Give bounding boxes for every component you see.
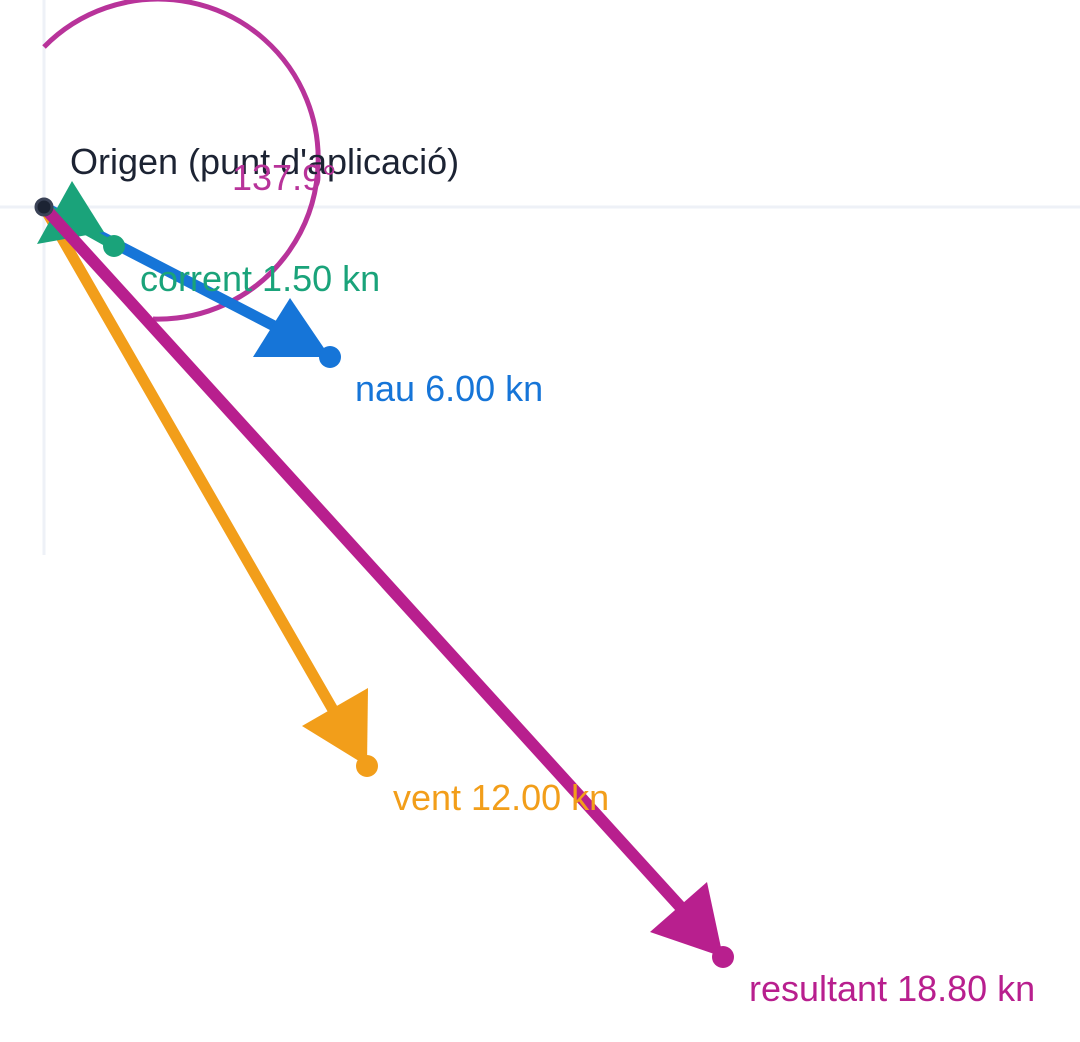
vector-corrent xyxy=(37,181,125,257)
vector-resultant xyxy=(38,201,734,968)
resultant-shaft xyxy=(38,201,691,918)
origin-point xyxy=(34,197,54,217)
nau-label: nau 6.00 kn xyxy=(355,368,543,409)
vector-vent xyxy=(38,201,378,777)
corrent-endpoint xyxy=(103,235,125,257)
resultant-arrowhead xyxy=(650,882,723,957)
vent-arrowhead xyxy=(302,688,368,766)
vent-endpoint xyxy=(356,755,378,777)
nau-arrowhead xyxy=(253,298,330,357)
vent-shaft xyxy=(38,201,346,728)
angle-label: 137.9° xyxy=(232,157,336,198)
vent-label: vent 12.00 kn xyxy=(393,777,609,818)
corrent-arrowhead xyxy=(37,181,104,244)
nau-endpoint xyxy=(319,346,341,368)
resultant-endpoint xyxy=(712,946,734,968)
corrent-label: corrent 1.50 kn xyxy=(140,258,380,299)
resultant-label: resultant 18.80 kn xyxy=(749,968,1035,1009)
angle-arc xyxy=(42,0,321,322)
origin-label: Origen (punt d'aplicació) xyxy=(70,141,459,182)
